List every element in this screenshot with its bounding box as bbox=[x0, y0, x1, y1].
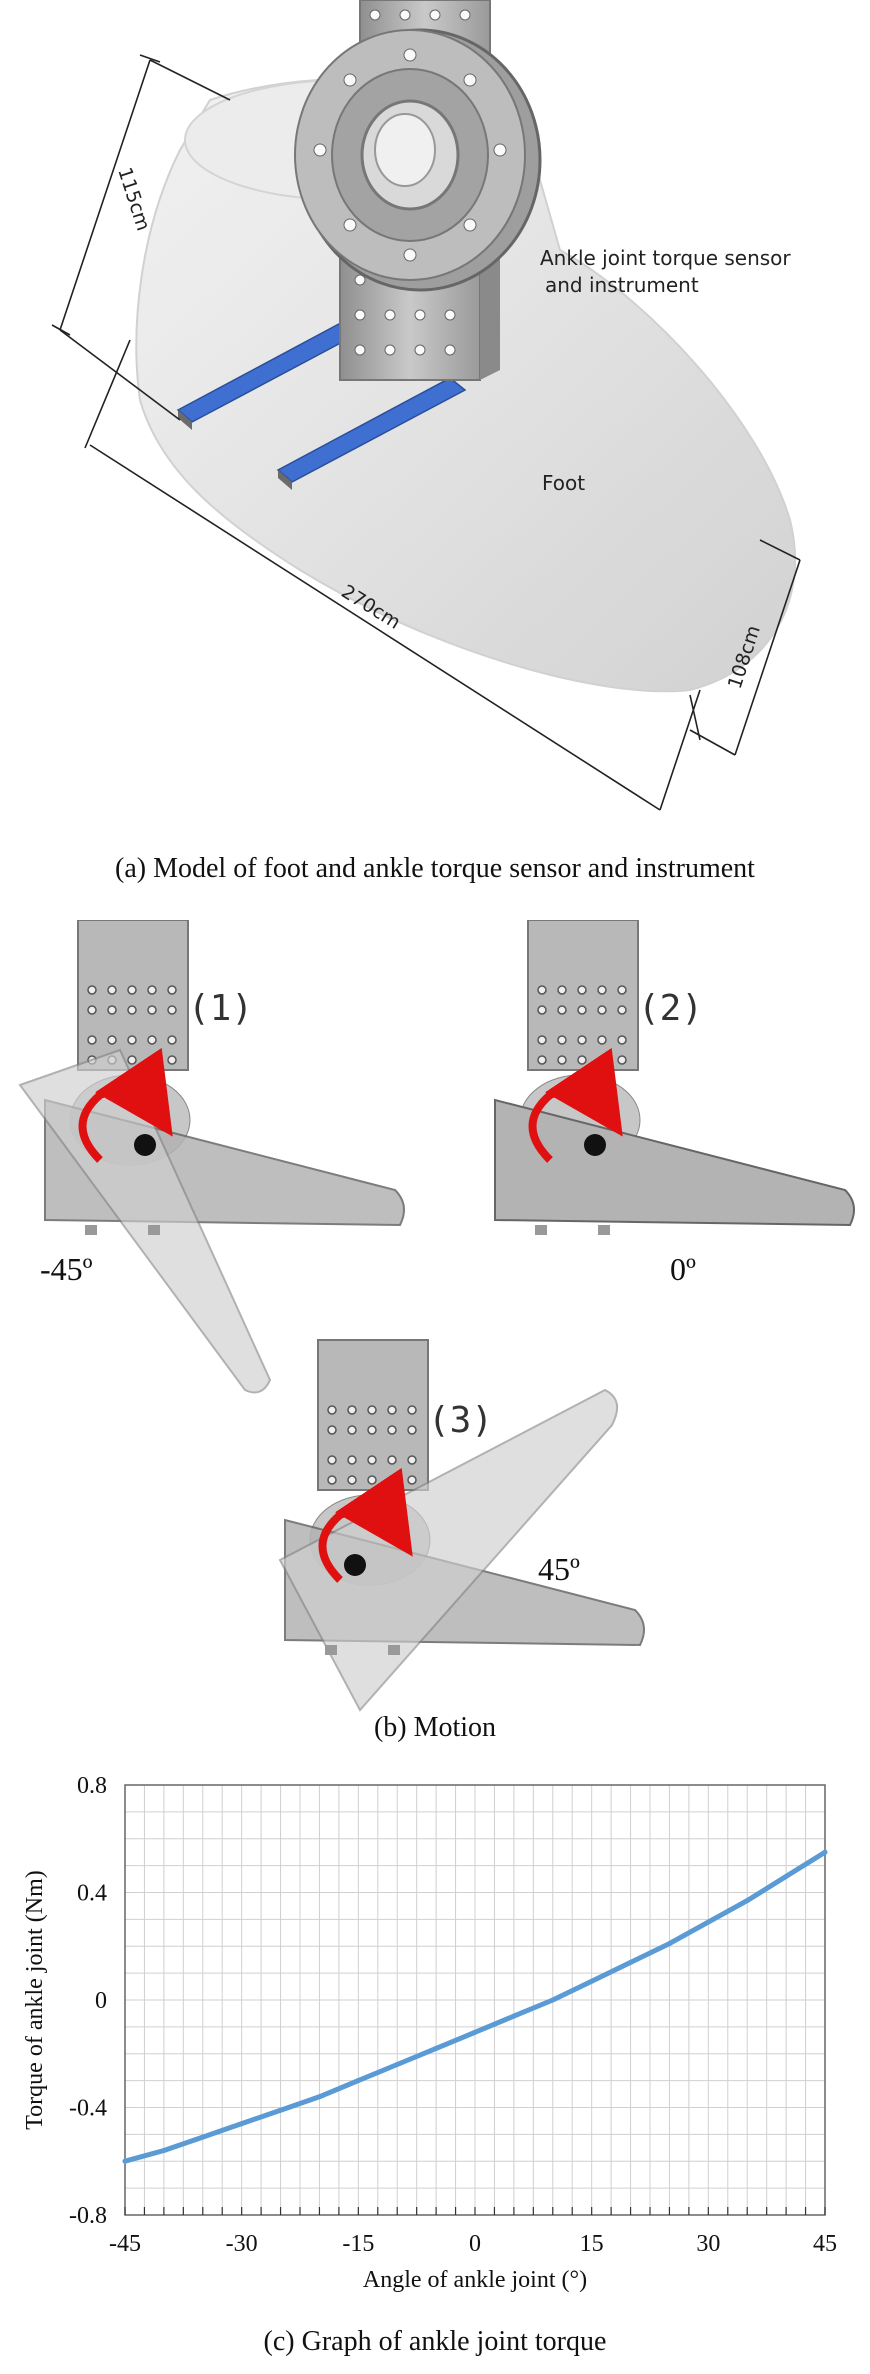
torque-chart: -45 -30 -15 0 15 30 45 -0.8 -0.4 0 0.4 0.8 Angle of… bbox=[22, 1773, 837, 2293]
motion-drawing: (1) -45º (2) 0º bbox=[18, 920, 855, 1712]
x-tick-label: -15 bbox=[342, 2231, 374, 2257]
x-tick-label: -30 bbox=[226, 2231, 258, 2257]
data-point bbox=[122, 2158, 128, 2164]
dimension-lines bbox=[51, 54, 801, 811]
foot-model-drawing: Ankle joint torque sensor and instrument… bbox=[51, 0, 801, 811]
data-point bbox=[200, 2134, 206, 2140]
x-tick-label: 0 bbox=[469, 2231, 481, 2257]
data-point bbox=[705, 1919, 711, 1925]
pose-3-plus-45 bbox=[278, 1339, 645, 1712]
data-point bbox=[278, 2107, 284, 2113]
x-tick-label: 45 bbox=[813, 2231, 837, 2257]
data-point bbox=[628, 1959, 634, 1965]
data-point bbox=[472, 2029, 478, 2035]
y-tick-label: 0.8 bbox=[77, 1773, 107, 1799]
data-point bbox=[822, 1849, 828, 1855]
foot-label: Foot bbox=[542, 471, 585, 495]
caption-a: (a) Model of foot and ankle torque senso… bbox=[115, 853, 755, 884]
caption-b: (b) Motion bbox=[373, 1712, 497, 1743]
sensor-label-line2: and instrument bbox=[545, 273, 699, 297]
x-tick-marks bbox=[124, 2207, 826, 2215]
x-tick-label: 15 bbox=[580, 2231, 604, 2257]
data-point bbox=[239, 2121, 245, 2127]
data-point bbox=[589, 1978, 595, 1984]
dim-height-label: 115cm bbox=[113, 165, 154, 234]
torque-sensor-ring bbox=[294, 28, 542, 292]
x-tick-label: 30 bbox=[696, 2231, 720, 2257]
sensor-pad-right-edge bbox=[278, 470, 292, 490]
sensor-pad-left-edge bbox=[178, 410, 192, 430]
pose-1-minus-45 bbox=[18, 920, 405, 1394]
torque-series-points bbox=[122, 1849, 828, 2164]
x-axis-title: Angle of ankle joint (°) bbox=[363, 2267, 587, 2293]
data-point bbox=[355, 2078, 361, 2084]
tick-labels: -45 -30 -15 0 15 30 45 -0.8 -0.4 0 0.4 0.8 bbox=[69, 1773, 837, 2257]
y-tick-label: 0.4 bbox=[77, 1881, 107, 1907]
y-tick-label: -0.8 bbox=[69, 2203, 107, 2229]
x-tick-label: -45 bbox=[109, 2231, 141, 2257]
caption-c: (c) Graph of ankle joint torque bbox=[263, 2326, 607, 2357]
data-point bbox=[316, 2094, 322, 2100]
y-axis-title: Torque of ankle joint (Nm) bbox=[22, 1870, 48, 2130]
data-point bbox=[783, 1873, 789, 1879]
angle-label-1: -45º bbox=[40, 1251, 93, 1287]
angle-label-2: 0º bbox=[670, 1251, 696, 1287]
data-point bbox=[666, 1941, 672, 1947]
data-point bbox=[744, 1898, 750, 1904]
sensor-pad-right bbox=[276, 377, 467, 483]
panel-c-torque-graph: -45 -30 -15 0 15 30 45 -0.8 -0.4 0 0.4 0.8 Angle of… bbox=[0, 1770, 870, 2330]
data-point bbox=[161, 2148, 167, 2153]
step-label-2: (2) bbox=[638, 988, 703, 1029]
data-point bbox=[550, 1997, 556, 2003]
y-tick-label: 0 bbox=[95, 1988, 107, 2014]
y-tick-label: -0.4 bbox=[69, 2096, 107, 2122]
data-point bbox=[511, 2013, 517, 2019]
data-point bbox=[394, 2062, 400, 2067]
data-point bbox=[433, 2045, 439, 2051]
sensor-label-line1: Ankle joint torque sensor bbox=[540, 246, 791, 270]
pose-2-zero bbox=[494, 920, 855, 1235]
chart-grid bbox=[124, 1784, 826, 2216]
panel-b-motion: (1) -45º (2) 0º bbox=[0, 920, 870, 1720]
angle-label-3: 45º bbox=[538, 1551, 580, 1587]
step-label-3: (3) bbox=[428, 1400, 493, 1441]
panel-a-foot-model: Ankle joint torque sensor and instrument… bbox=[0, 0, 870, 900]
step-label-1: (1) bbox=[188, 988, 253, 1029]
